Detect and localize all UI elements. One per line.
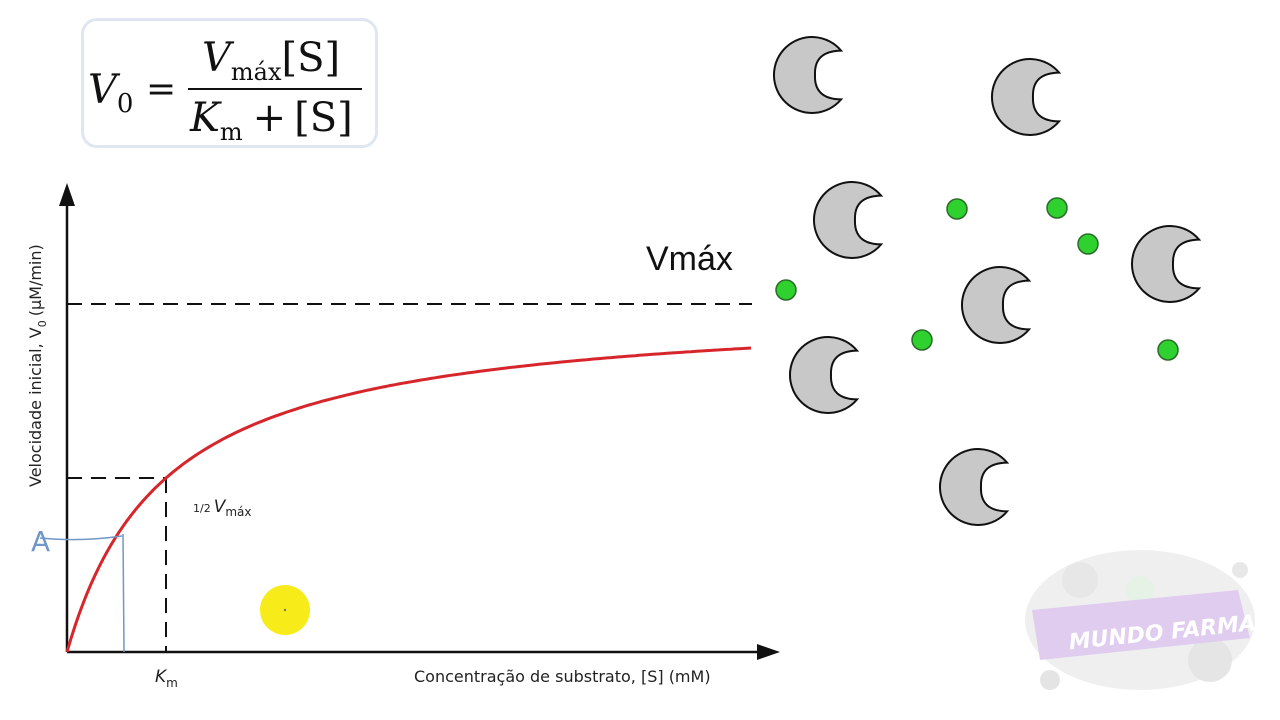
enzyme-2 [991,58,1062,136]
mundo-farma-watermark: MUNDO FARMA [1025,550,1257,690]
michaelis-menten-curve [65,346,752,653]
enzyme-6 [789,336,860,414]
substrate-molecule-3 [1077,233,1099,255]
substrate-molecule-2 [1046,197,1068,219]
formula-lhs: V0 [88,67,133,119]
enzyme-4 [1131,225,1202,303]
enzyme-5 [961,266,1032,344]
y-axis-label: Velocidade inicial, V0(μM/min) [26,244,49,487]
hand-drawn-annotation-lines [39,533,125,653]
formula-denominator: Km+[S] [189,95,353,145]
michaelis-menten-equation: V0 = Vmáx[S] Km+[S] [88,35,362,146]
y-axis-arrowhead [59,183,75,206]
formula-box: V0 = Vmáx[S] Km+[S] [81,18,378,148]
formula-numerator: Vmáx[S] [202,35,340,86]
x-axis-arrowhead [757,644,780,660]
km-tick-label: Km [155,667,178,690]
annotation-letter-a: A [31,525,50,558]
cursor-dot [283,608,287,612]
substrate-molecule-1 [946,198,968,220]
formula-equals: = [146,69,176,110]
substrate-molecule-4 [775,279,797,301]
enzyme-3 [813,181,884,259]
substrate-molecule-5 [911,329,933,351]
enzyme-7 [939,448,1010,526]
substrate-molecule-6 [1157,339,1179,361]
enzyme-1 [773,36,844,114]
vmax-label: Vmáx [646,240,733,278]
x-axis-label: Concentração de substrato, [S] (mM) [414,667,711,686]
